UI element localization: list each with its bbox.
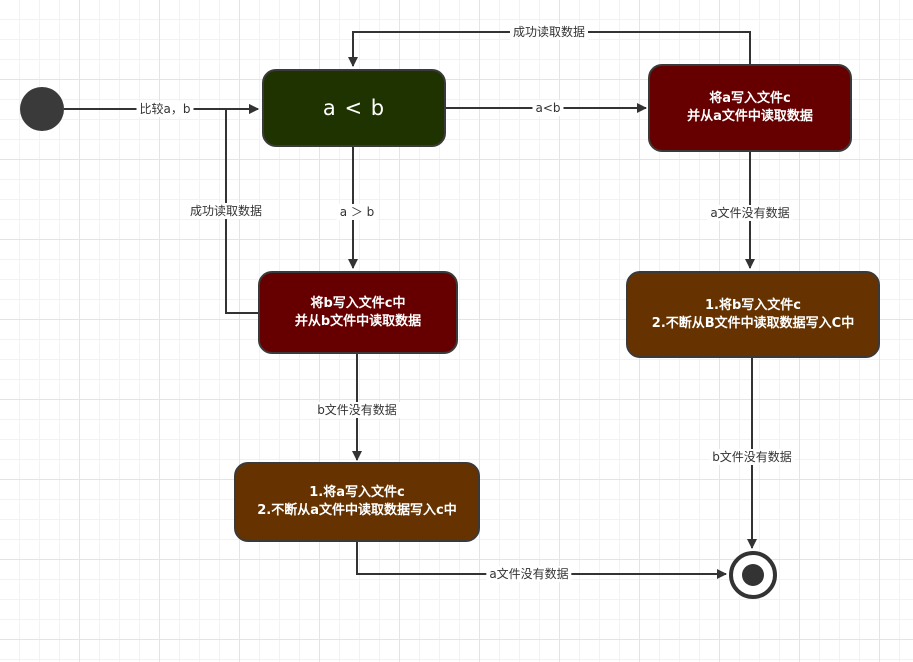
write-b-read-b-node[interactable]: 将b写入文件c中 并从b文件中读取数据 <box>258 271 458 354</box>
final-state-dot <box>742 564 764 586</box>
edge-label-a-branch-to-flush-b: a文件没有数据 <box>707 205 793 221</box>
flush-a-line1: 1.将a写入文件c <box>309 485 405 500</box>
edge-label-b-branch-to-flush-a: b文件没有数据 <box>314 402 400 418</box>
write-a-read-a-line2: 并从a文件中读取数据 <box>687 109 813 124</box>
initial-state <box>20 87 64 131</box>
edge-label-a-branch-loop: 成功读取数据 <box>509 24 589 40</box>
flush-b-node[interactable]: 1.将b写入文件c 2.不断从B文件中读取数据写入C中 <box>626 271 880 358</box>
edge-label-b-branch-loop: 成功读取数据 <box>186 203 266 219</box>
write-b-read-b-line2: 并从b文件中读取数据 <box>294 313 422 329</box>
write-b-read-b-line1: 将b写入文件c中 <box>310 295 406 311</box>
write-a-read-a-node[interactable]: 将a写入文件c 并从a文件中读取数据 <box>648 64 852 152</box>
flush-b-line2: 2.不断从B文件中读取数据写入C中 <box>651 315 855 331</box>
edge-label-start-to-compare: 比较a，b <box>136 101 194 117</box>
edge-label-compare-to-a-branch: a<b <box>532 100 564 116</box>
edge-label-flush-a-to-end: a文件没有数据 <box>486 566 572 582</box>
compare-node-label: a < b <box>322 96 386 120</box>
final-state <box>729 551 777 599</box>
edge-label-compare-to-b-branch: a ＞ b <box>336 204 378 220</box>
flush-b-line1: 1.将b写入文件c <box>705 297 801 313</box>
write-a-read-a-line1: 将a写入文件c <box>709 91 791 106</box>
flush-a-line2: 2.不断从a文件中读取数据写入c中 <box>257 503 457 518</box>
compare-node[interactable]: a < b <box>262 69 446 147</box>
flush-a-node[interactable]: 1.将a写入文件c 2.不断从a文件中读取数据写入c中 <box>234 462 480 542</box>
edge-flush-a-to-end <box>356 542 727 579</box>
edge-label-flush-b-to-end: b文件没有数据 <box>709 449 795 465</box>
